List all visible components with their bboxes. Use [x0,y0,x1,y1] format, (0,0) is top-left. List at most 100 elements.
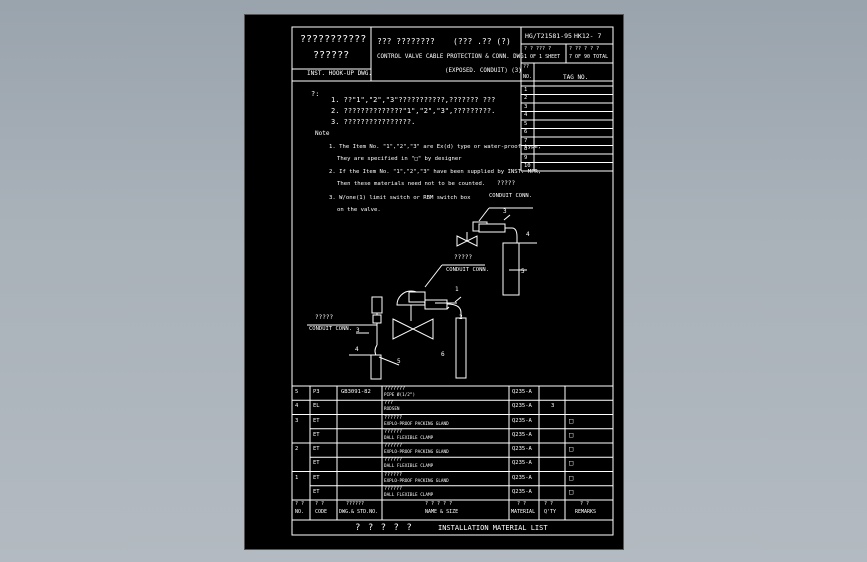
hdr-no: NO. [295,509,305,515]
mat-no: 3 [295,417,299,424]
mat-remark: □ [569,459,574,468]
mat-material: Q235-A [512,431,532,438]
hdr-name-cn: ? ? ? ? ? [425,501,453,507]
mat-name: RODSEN [384,407,400,413]
note-cn-3: 3. ????????????????. [331,118,416,126]
mat-name: DALL FLEXIBLE CLAMP [384,464,434,470]
rev-row-number: 6 [524,129,528,135]
notes-head: Note [315,130,330,137]
mat-name-cn: ?????? [384,471,403,478]
callout-1: 1 [455,286,459,293]
mat-code: ET [313,417,320,424]
mat-material: Q235-A [512,474,532,481]
mat-name-cn: ?????? [384,485,403,492]
mat-material: Q235-A [512,488,532,495]
rev-row-number: 5 [524,120,528,127]
hdr-no-cn: ? ? [295,501,305,507]
hookup-drawing [307,207,537,380]
callout-4-upper: 4 [526,231,530,238]
callout-2: 2 [459,314,463,321]
mat-code: ET [313,446,320,453]
rev-row-number: 3 [524,103,528,110]
rev-tag-header: TAG NO. [563,74,589,81]
drawing-title: CONTROL VALVE CABLE PROTECTION & CONN. D… [377,54,528,60]
hdr-material-cn: ? ? [517,501,527,507]
mat-name-cn: ?????? [384,414,403,421]
drawing-number: HG/T21581-95 [525,32,572,40]
note-2b: Then these materials need not to be coun… [337,181,486,187]
mat-name: EXPLO-PROOF PACKING GLAND [384,421,449,427]
callout-5-left: 5 [397,358,401,365]
mat-material: Q235-A [512,389,532,396]
left-conduit-cn: ????? [315,314,334,321]
rev-no-header: NO. [523,74,533,80]
mat-material: Q235-A [512,417,532,424]
mat-code: ET [313,460,320,467]
mat-code: ET [313,488,320,495]
note-1: 1. The Item No. "1","2","3" are Ex(d) ty… [329,144,542,150]
rev-no-cn: ?? [523,64,530,70]
sheet-code: HK12- 7 [574,32,602,40]
note-3b: on the valve. [337,207,381,213]
callout-3-left: 3 [356,327,360,334]
hdr-qty: Q'TY [544,509,557,515]
mat-no: 2 [295,446,299,453]
rev-row-number: 9 [524,154,528,161]
callout-6: 6 [441,351,445,358]
title-cn-right: (??? .?? (?) [453,37,511,46]
mat-code: P3 [313,389,320,396]
mat-remark: □ [569,416,574,425]
rev-row-number: 1 [524,86,528,93]
mat-remark: □ [569,473,574,482]
mat-no: 1 [295,474,299,481]
mat-no: 5 [295,389,299,396]
notes-cn-head: ?: [311,90,320,98]
mat-code: EL [313,403,320,410]
company-name: ??????????? [300,34,367,45]
upper-conduit-cn: ????? [497,180,516,187]
inner-frame [291,26,614,536]
rev-row-number: 7 [524,137,528,144]
mat-material: Q235-A [512,460,532,467]
mat-name-cn: ?????? [384,443,403,449]
hdr-name: NAME & SIZE [425,509,459,515]
drawing-linework [291,26,614,536]
note-3: 3. W/one(1) limit switch or RBM switch b… [329,195,471,201]
sheet-cn-b: ? ?? ? ? ? [569,46,600,52]
mat-name-cn: ??? [384,400,394,407]
mat-name-cn: ?????? [384,428,403,435]
callout-5-upper: 5 [521,268,525,275]
sheet-total: 7 OF 90 TOTAL [569,54,609,60]
sheet-cn-a: ? ? ??? ? [524,46,552,52]
rev-row-number: 8 [524,146,528,152]
rev-row-number: 2 [524,95,528,101]
hdr-code: CODE [315,509,328,515]
callout-4-left: 4 [355,346,359,353]
hdr-remarks-cn: ? ? [580,501,590,507]
mat-material: Q235-A [512,403,532,410]
dept-label: INST. HOOK-UP DWG. [307,70,373,77]
left-conduit-conn: CONDUIT CONN. [309,326,353,332]
mat-name: EXPLO-PROOF PACKING GLAND [384,450,449,456]
callout-3-upper: 3 [503,208,507,215]
mat-remark: □ [569,487,574,496]
material-list-title-cn: ? ? ? ? ? [355,523,413,533]
mat-name: PIPE Ø(1/2”) [384,393,416,399]
upper-conduit-conn: CONDUIT CONN. [489,193,533,199]
mat-remark: □ [569,445,574,454]
drawing-subtitle: (EXPOSED. CONDUIT) (3) [445,68,522,74]
note-1b: They are specified in "□" by designer [337,156,462,162]
mat-name-cn: ??????? [384,386,406,392]
mat-remark: □ [569,430,574,439]
note-cn-2: 2. ??????????????"1","2","3",?????????. [331,107,496,115]
mat-name-cn: ?????? [384,457,403,464]
mat-code: ET [313,474,320,481]
mat-qty: 3 [551,403,555,410]
rev-row-number: 4 [524,112,528,118]
mat-name: DALL FLEXIBLE CLAMP [384,492,434,498]
drawing-sheet: ??????????? ?????? INST. HOOK-UP DWG. ??… [244,14,624,550]
mid-conduit-conn: CONDUIT CONN. [446,267,490,273]
title-cn-left: ??? ???????? [377,37,435,46]
hdr-remarks: REMARKS [575,509,597,515]
mat-code: ET [313,431,320,438]
